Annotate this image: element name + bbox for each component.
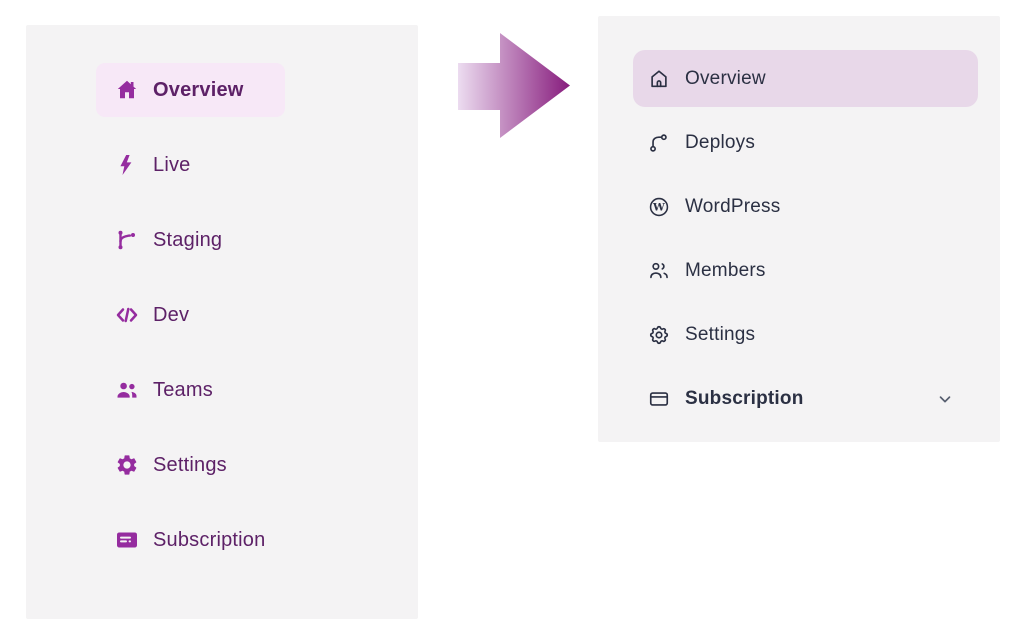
wordpress-icon: W <box>648 196 670 218</box>
credit-card-icon <box>115 528 139 552</box>
members-outline-icon <box>648 260 670 282</box>
sidebar-item-label: WordPress <box>685 195 781 217</box>
sidebar-item-label: Settings <box>153 453 227 476</box>
bolt-icon <box>115 153 139 177</box>
sidebar-item-deploys[interactable]: Deploys <box>633 114 978 171</box>
home-outline-icon <box>648 68 670 90</box>
home-icon <box>115 78 139 102</box>
sidebar-item-label: Members <box>685 259 766 281</box>
git-branch-outline-icon <box>648 132 670 154</box>
people-icon <box>115 378 139 402</box>
sidebar-item-dev[interactable]: Dev <box>96 288 285 342</box>
sidebar-item-settings[interactable]: Settings <box>633 306 978 363</box>
sidebar-item-staging[interactable]: Staging <box>96 213 285 267</box>
sidebar-item-teams[interactable]: Teams <box>96 363 285 417</box>
sidebar-item-label: Teams <box>153 378 213 401</box>
sidebar-item-settings[interactable]: Settings <box>96 438 285 492</box>
code-icon <box>115 303 139 327</box>
sidebar-item-label: Staging <box>153 228 223 251</box>
sidebar-item-label: Subscription <box>153 528 266 551</box>
sidebar-item-wordpress[interactable]: W WordPress <box>633 178 978 235</box>
git-branch-icon <box>115 228 139 252</box>
sidebar-item-members[interactable]: Members <box>633 242 978 299</box>
sidebar-item-subscription[interactable]: Subscription <box>96 513 285 567</box>
gear-icon <box>115 453 139 477</box>
sidebar-item-label: Dev <box>153 303 190 326</box>
sidebar-item-label: Subscription <box>685 387 804 409</box>
sidebar-item-overview[interactable]: Overview <box>633 50 978 107</box>
sidebar-item-subscription[interactable]: Subscription <box>633 370 978 427</box>
credit-card-outline-icon <box>648 388 670 410</box>
gear-outline-icon <box>648 324 670 346</box>
sidebar-item-label: Overview <box>685 67 766 89</box>
sidebar-item-label: Overview <box>153 78 244 101</box>
sidebar-item-overview[interactable]: Overview <box>96 63 285 117</box>
sidebar-item-label: Deploys <box>685 131 756 153</box>
sidebar-item-live[interactable]: Live <box>96 138 285 192</box>
transform-arrow <box>458 33 570 138</box>
chevron-down-icon[interactable] <box>936 390 954 408</box>
sidebar-item-label: Live <box>153 153 191 176</box>
svg-text:W: W <box>652 201 665 213</box>
sidebar-item-label: Settings <box>685 323 756 345</box>
